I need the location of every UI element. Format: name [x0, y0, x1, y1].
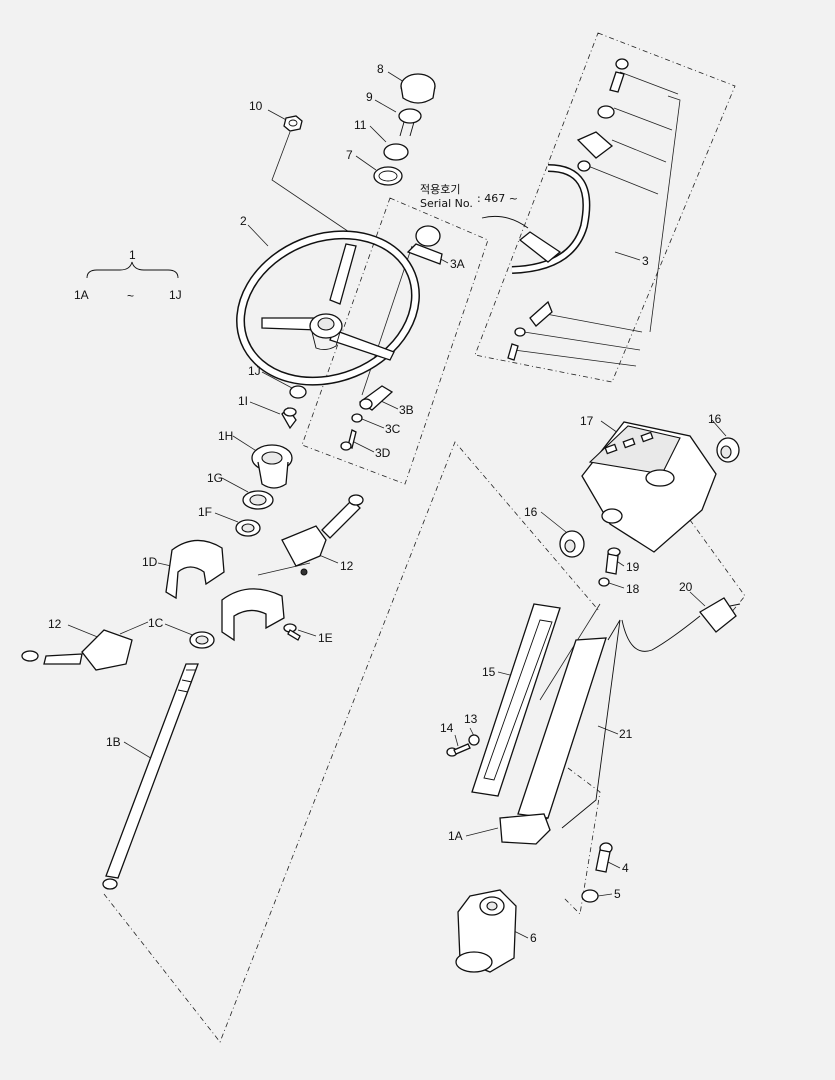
grommet-part-16-left [559, 530, 585, 558]
label-1D: 1D [142, 555, 158, 569]
bolt-part-19 [605, 547, 621, 575]
label-5: 5 [614, 887, 621, 901]
bearing-part-1C [189, 631, 215, 649]
instrument-panel-part-17 [581, 421, 717, 553]
label-3: 3 [642, 254, 649, 268]
label-4: 4 [622, 861, 629, 875]
sleeve-part-1I [281, 406, 297, 430]
bushing-part-1H [251, 444, 293, 489]
insert-part-9 [398, 108, 422, 137]
label-10: 10 [249, 99, 263, 113]
label-3D: 3D [375, 446, 391, 460]
sub-assembly-3-boundary [301, 197, 489, 485]
steering-unit-part-6 [455, 889, 517, 973]
note-serial: : 467 ~ [477, 192, 518, 205]
label-21: 21 [619, 727, 633, 741]
sub-assembly-3-detail-boundary [474, 32, 736, 383]
label-1F: 1F [198, 505, 212, 519]
label-15: 15 [482, 665, 496, 679]
knob-cap-part-8 [400, 73, 436, 104]
mount-plate-part-1A [499, 813, 551, 845]
label-16-right: 16 [708, 412, 722, 426]
label-1C: 1C [148, 616, 164, 630]
shaft-guide-line [103, 441, 601, 1043]
bolt-part-3D [340, 429, 357, 451]
group-label-tilde: ~ [127, 289, 134, 303]
washer-part-1G [242, 490, 274, 510]
nut-part-1J [289, 385, 307, 399]
washer-part-5 [581, 889, 599, 903]
screw-part-1E [283, 623, 301, 641]
leader-lines [67, 32, 746, 1043]
group-label-1A: 1A [74, 288, 89, 302]
label-6: 6 [530, 931, 537, 945]
label-1I: 1I [238, 394, 248, 408]
label-1G: 1G [207, 471, 223, 485]
detail-wheel-part-3 [507, 58, 629, 361]
label-1H: 1H [218, 429, 233, 443]
bolt-part-4 [595, 842, 613, 873]
ring-part-11 [383, 143, 409, 161]
label-7: 7 [346, 148, 353, 162]
label-14: 14 [440, 721, 454, 735]
switch-part-12-left [21, 629, 133, 671]
column-post-part-21 [517, 619, 621, 829]
label-3A: 3A [450, 257, 465, 271]
label-9: 9 [366, 90, 373, 104]
group-label-1: 1 [129, 248, 136, 262]
callout-labels: 8 9 10 11 7 2 3A 3 1 1A ~ 1J 1J 1I 3B 3C… [48, 62, 722, 945]
label-12-upper: 12 [340, 559, 354, 573]
label-20: 20 [679, 580, 693, 594]
column-cover-part-1D [165, 539, 225, 600]
label-16-left: 16 [524, 505, 538, 519]
note-line1: 적용호기 [420, 183, 460, 196]
label-1A: 1A [448, 829, 463, 843]
label-12-left: 12 [48, 617, 62, 631]
group-brace [86, 261, 179, 279]
group-label-1J: 1J [169, 288, 182, 302]
washer-part-3C [351, 413, 363, 423]
label-13: 13 [464, 712, 478, 726]
label-3B: 3B [399, 403, 414, 417]
washer-part-13 [468, 734, 480, 746]
label-18: 18 [626, 582, 640, 596]
switch-part-12-upper [281, 494, 364, 576]
shaft-part-1B [102, 663, 199, 890]
label-3C: 3C [385, 422, 401, 436]
ring-part-7 [373, 166, 403, 186]
label-1J: 1J [248, 364, 261, 378]
washer-part-18 [598, 577, 610, 587]
label-11: 11 [354, 118, 367, 132]
bracket-part-15 [471, 603, 561, 797]
bushing-part-1F [235, 519, 261, 537]
column-cover-part-1D-lower [221, 588, 285, 642]
motor-guide-line [563, 767, 601, 915]
label-1B: 1B [106, 735, 121, 749]
label-17: 17 [580, 414, 594, 428]
serial-note: 적용호기 Serial No. : 467 ~ [420, 183, 518, 210]
label-2: 2 [240, 214, 247, 228]
note-line2: Serial No. [420, 197, 473, 210]
toggle-switch-part-20 [621, 597, 741, 652]
spinner-knob-part-3A [406, 225, 443, 265]
label-8: 8 [377, 62, 384, 76]
nut-part-10 [283, 115, 303, 132]
grommet-part-16-right [716, 437, 740, 463]
label-19: 19 [626, 560, 640, 574]
clamp-part-3B [358, 385, 394, 411]
steering-wheel-part-2 [236, 230, 420, 386]
bolt-part-14 [446, 743, 471, 757]
label-1E: 1E [318, 631, 333, 645]
